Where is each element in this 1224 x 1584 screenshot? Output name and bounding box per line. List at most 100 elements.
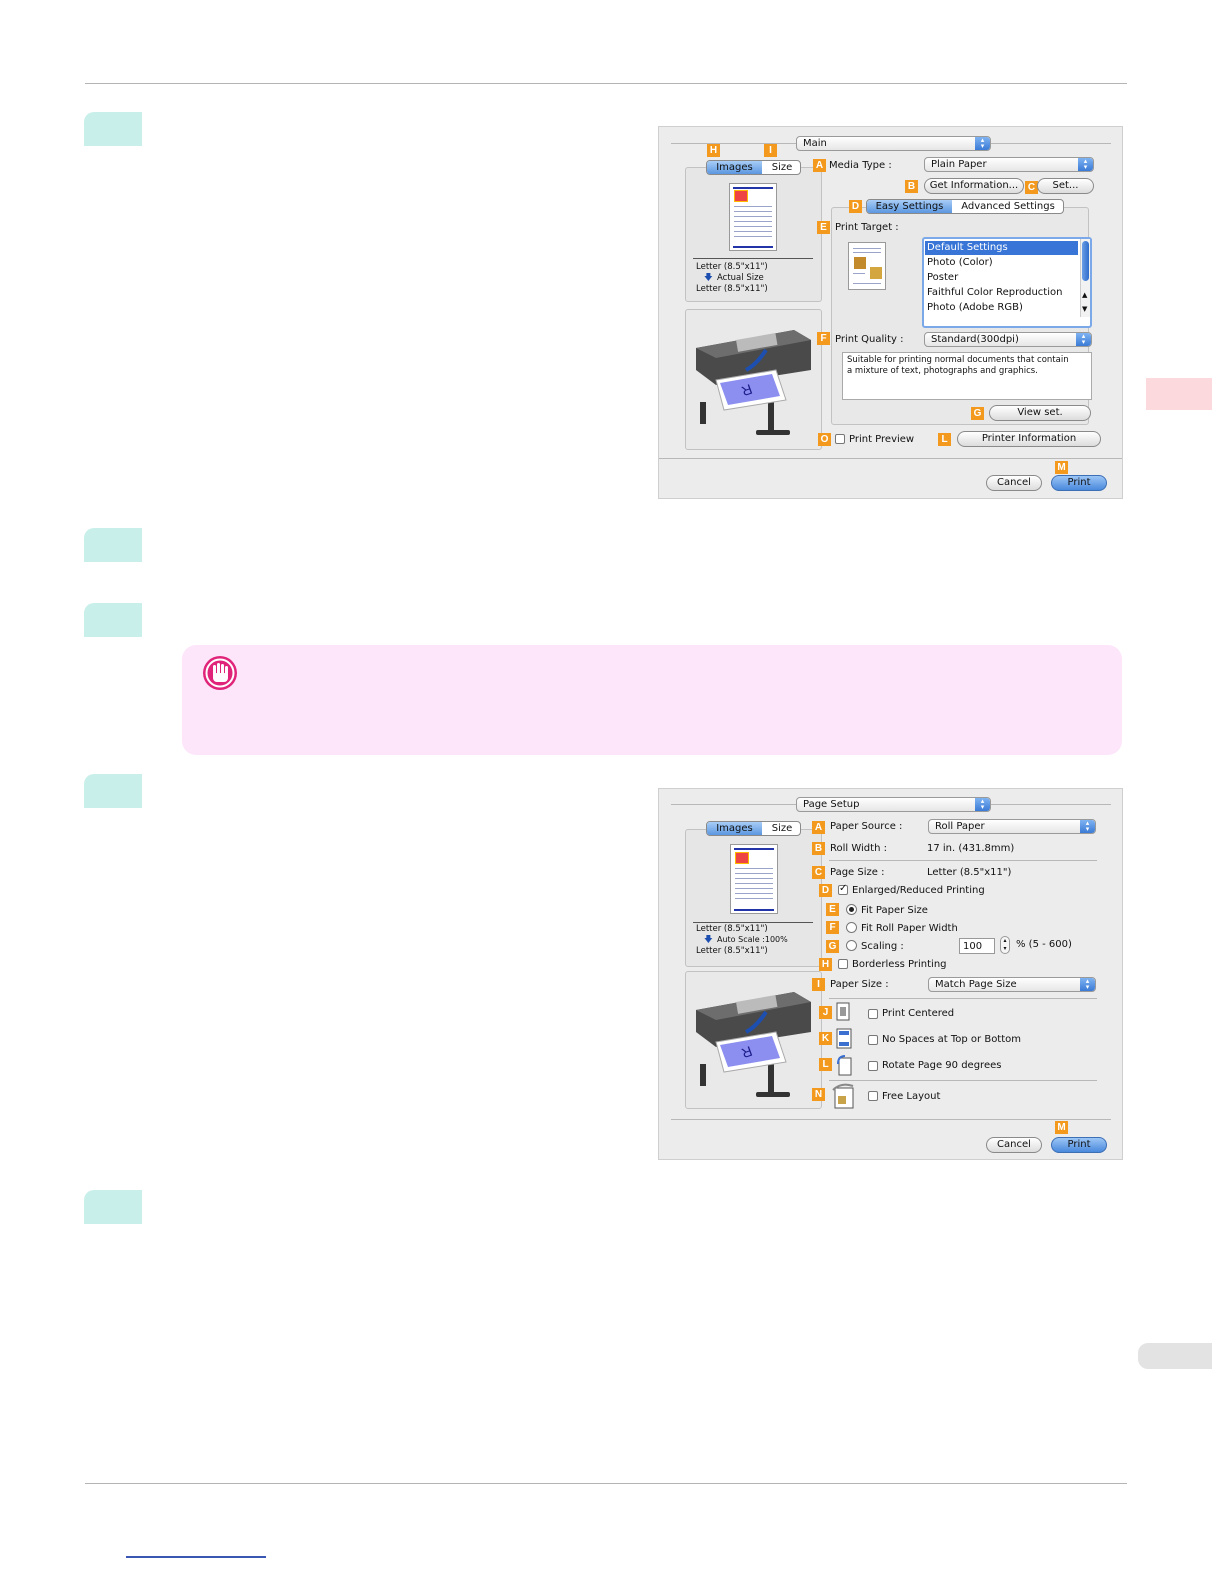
- view-set-button[interactable]: View set.: [989, 405, 1091, 421]
- radio-dot: [849, 907, 854, 912]
- print-target-list[interactable]: Default Settings Photo (Color) Poster Fa…: [922, 237, 1092, 328]
- scaling-range: % (5 - 600): [1016, 939, 1072, 950]
- cancel-button[interactable]: Cancel: [986, 1137, 1042, 1153]
- fit-paper-size-radio[interactable]: [846, 904, 857, 915]
- scroll-down-icon[interactable]: ▼: [1082, 305, 1088, 313]
- caption-line-3: Letter (8.5"x11"): [696, 946, 768, 956]
- caption-line-1: Letter (8.5"x11"): [696, 262, 768, 272]
- photo-swatch: [854, 257, 866, 269]
- print-target-item[interactable]: Poster: [927, 272, 959, 283]
- enlarged-reduced-checkbox[interactable]: ✓: [838, 883, 848, 895]
- scaling-value: 100: [963, 941, 983, 952]
- free-layout-label: Free Layout: [882, 1091, 941, 1102]
- get-information-button[interactable]: Get Information...: [924, 178, 1024, 194]
- scrollbar-thumb[interactable]: [1082, 241, 1089, 281]
- rotate-page-checkbox[interactable]: [868, 1061, 878, 1071]
- print-preview-checkbox[interactable]: [835, 434, 845, 444]
- step-badge-4: [84, 774, 142, 808]
- print-preview-label: Print Preview: [849, 434, 915, 445]
- print-target-item[interactable]: Photo (Adobe RGB): [927, 302, 1023, 313]
- scaling-stepper[interactable]: ▴▾: [1000, 936, 1010, 954]
- caption-line-2: Actual Size: [717, 273, 764, 283]
- free-layout-icon: [832, 1083, 854, 1109]
- scaling-radio[interactable]: [846, 940, 857, 951]
- tab-advanced-settings[interactable]: Advanced Settings: [961, 201, 1055, 212]
- page-thumbnail: [730, 844, 778, 914]
- page-size-label: Page Size :: [830, 867, 885, 878]
- panel-select-value: Main: [803, 138, 827, 149]
- print-button[interactable]: Print: [1051, 475, 1107, 491]
- label-L: L: [938, 433, 951, 446]
- label-I: I: [812, 978, 825, 991]
- paper-size-value: Match Page Size: [935, 979, 1017, 990]
- chapter-side-tab: [1146, 378, 1212, 410]
- scaling-input[interactable]: 100: [959, 938, 995, 954]
- borderless-checkbox[interactable]: [838, 959, 848, 969]
- page-setup-dialog: Page Setup ▴▾ Images Size Letter (8.5"x1…: [658, 788, 1123, 1160]
- chevron-updown-icon: ▴▾: [1080, 978, 1095, 991]
- tab-images[interactable]: Images: [707, 822, 762, 835]
- paper-source-label: Paper Source :: [830, 821, 903, 832]
- print-target-item[interactable]: Faithful Color Reproduction: [927, 287, 1063, 298]
- chevron-updown-icon: ▴▾: [975, 798, 990, 811]
- printer-image: R: [696, 330, 811, 435]
- step-badge-5: [84, 1190, 142, 1224]
- print-quality-select[interactable]: Standard(300dpi) ▴▾: [924, 332, 1092, 347]
- print-target-item-selected[interactable]: Default Settings: [925, 241, 1078, 255]
- rotate-page-icon: [837, 1055, 852, 1076]
- paper-source-select[interactable]: Roll Paper ▴▾: [928, 819, 1096, 834]
- free-layout-checkbox[interactable]: [868, 1091, 878, 1101]
- roll-width-label: Roll Width :: [830, 843, 887, 854]
- print-button[interactable]: Print: [1051, 1137, 1107, 1153]
- fit-roll-paper-width-radio[interactable]: [846, 922, 857, 933]
- label-A: A: [813, 159, 826, 172]
- panel-select[interactable]: Main ▴▾: [796, 136, 991, 151]
- tab-easy-settings[interactable]: Easy Settings: [867, 200, 952, 213]
- caption-rule: [693, 922, 813, 923]
- footer-link-underline[interactable]: [126, 1556, 266, 1558]
- print-quality-value: Standard(300dpi): [931, 334, 1019, 345]
- label-I: I: [764, 144, 777, 157]
- panel-select[interactable]: Page Setup ▴▾: [796, 797, 991, 812]
- arrow-down-icon: 🡇: [704, 935, 713, 945]
- page-side-tab: [1138, 1343, 1212, 1369]
- label-K: K: [819, 1032, 832, 1045]
- borderless-label: Borderless Printing: [852, 959, 947, 970]
- print-centered-checkbox[interactable]: [868, 1009, 878, 1019]
- print-target-label: Print Target :: [835, 222, 899, 233]
- image-swatch: [734, 190, 748, 202]
- label-A: A: [812, 821, 825, 834]
- no-spaces-checkbox[interactable]: [868, 1035, 878, 1045]
- printer-image: R: [696, 992, 811, 1097]
- media-type-select[interactable]: Plain Paper ▴▾: [924, 157, 1094, 172]
- roll-width-value: 17 in. (431.8mm): [927, 843, 1015, 854]
- list-scrollbar[interactable]: ▲ ▼: [1080, 239, 1090, 317]
- paper-size-select[interactable]: Match Page Size ▴▾: [928, 977, 1096, 992]
- print-target-item[interactable]: Photo (Color): [927, 257, 993, 268]
- scroll-up-icon[interactable]: ▲: [1082, 291, 1088, 299]
- tab-size[interactable]: Size: [771, 162, 793, 173]
- printer-information-button[interactable]: Printer Information: [957, 431, 1101, 447]
- fit-roll-paper-width-label: Fit Roll Paper Width: [861, 923, 958, 934]
- description-text: Suitable for printing normal documents t…: [847, 355, 1069, 376]
- tab-size[interactable]: Size: [771, 823, 793, 834]
- image-swatch: [735, 852, 749, 864]
- print-target-thumbnail: [848, 242, 886, 290]
- description-box: Suitable for printing normal documents t…: [842, 352, 1092, 400]
- label-F: F: [817, 332, 830, 345]
- preview-tabs: Images Size: [706, 160, 801, 175]
- paper-source-value: Roll Paper: [935, 821, 985, 832]
- scaling-label: Scaling :: [861, 941, 904, 952]
- media-type-label: Media Type :: [829, 160, 892, 171]
- label-G: G: [971, 407, 984, 420]
- cancel-button[interactable]: Cancel: [986, 475, 1042, 491]
- label-F: F: [826, 921, 839, 934]
- label-B: B: [905, 180, 918, 193]
- label-G: G: [826, 940, 839, 953]
- arrow-down-icon: 🡇: [704, 273, 713, 283]
- set-button[interactable]: Set...: [1037, 178, 1094, 194]
- checkmark-icon: ✓: [839, 883, 848, 894]
- tab-images[interactable]: Images: [707, 161, 762, 174]
- panel-select-value: Page Setup: [803, 799, 860, 810]
- step-badge-2: [84, 528, 142, 562]
